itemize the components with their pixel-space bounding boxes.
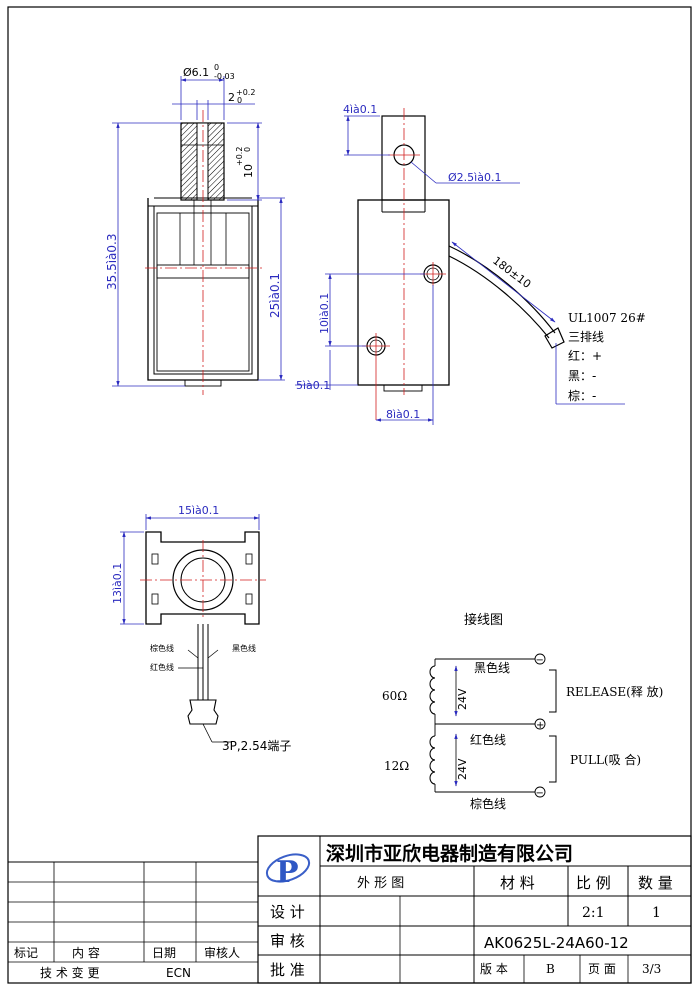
wire-leader xyxy=(207,649,219,659)
cable-spec: UL1007 26# xyxy=(568,311,646,325)
side-body xyxy=(357,199,450,386)
release-label: RELEASE(释 放) xyxy=(566,684,663,699)
dim-slot-depth: 10 xyxy=(242,164,255,178)
release-bracket xyxy=(549,669,557,713)
wire-brown: 棕：- xyxy=(568,388,596,403)
resistance-top: 60Ω xyxy=(382,689,407,703)
dim-body-length: 25ìà0.1 xyxy=(268,273,282,318)
cable-end xyxy=(544,327,565,349)
end-notch xyxy=(151,593,159,605)
design-label: 设 计 xyxy=(270,903,305,921)
label-red: 红色线 xyxy=(150,662,174,672)
dim-slot: 2 xyxy=(228,91,235,104)
terminal-black xyxy=(534,653,546,665)
cable-type: 三排线 xyxy=(568,330,604,344)
connector-leader xyxy=(202,723,213,743)
company-logo: P xyxy=(265,853,311,890)
terminal-brown xyxy=(534,786,546,798)
dim-height: 13ìà0.1 xyxy=(111,563,124,604)
connector-3p xyxy=(187,699,219,725)
end-frame xyxy=(145,531,260,625)
quantity-value: 1 xyxy=(652,905,661,921)
dim-hole-spacing: 10ìà0.1 xyxy=(318,293,331,334)
coil-bottom-winding xyxy=(429,735,436,785)
dim-slot-tol-top: +0.2 xyxy=(236,88,255,97)
dim-width: 15ìà0.1 xyxy=(178,504,219,517)
front-view: Ø6.1 0 -0.03 2 +0.2 0 10 +0.2 0 35.5ìà0.… xyxy=(105,63,285,395)
rev-date: 日期 xyxy=(152,946,176,960)
quantity-label: 数 量 xyxy=(638,874,673,892)
version-label: 版 本 xyxy=(480,962,508,976)
label-black: 黑色线 xyxy=(232,643,256,653)
ecn: ECN xyxy=(166,966,191,980)
check-label: 审 核 xyxy=(270,932,305,950)
version-value: B xyxy=(546,962,555,976)
rev-reviewer: 审核人 xyxy=(204,945,240,960)
terminal-red xyxy=(534,718,546,730)
terminal-minus-bottom: − xyxy=(536,788,544,799)
end-notch xyxy=(151,553,159,565)
dim-shaft-dia: Ø6.1 xyxy=(183,66,209,79)
rev-mark: 标记 xyxy=(14,946,38,960)
terminal-plus: + xyxy=(536,720,544,731)
pull-bracket xyxy=(549,735,557,783)
wiring-diagram: 接线图 24V 60Ω 黑色线 24V 12Ω 红色线 棕色线 − + − RE… xyxy=(382,612,663,811)
pull-label: PULL(吸 合) xyxy=(570,752,641,767)
wire-black: 黑：- xyxy=(568,369,596,383)
end-view: 3P,2.54端子 棕色线 黑色线 红色线 15ìà0.1 13ìà0.1 xyxy=(111,504,291,753)
voltage-bottom: 24V xyxy=(456,758,469,780)
side-shaft xyxy=(381,115,426,201)
black-wire-label: 黑色线 xyxy=(474,661,510,675)
dim-bottom-offset: 5ìà0.1 xyxy=(296,379,330,392)
label-connector: 3P,2.54端子 xyxy=(222,739,291,753)
end-notch xyxy=(245,553,253,565)
dim-shaft-tol-bot: -0.03 xyxy=(214,72,235,81)
dim-shaft-tol-top: 0 xyxy=(214,63,219,72)
scale-label: 比 例 xyxy=(576,874,611,892)
logo-letter: P xyxy=(276,855,299,890)
side-tail xyxy=(383,384,423,392)
resistance-bottom: 12Ω xyxy=(384,759,409,773)
page-label: 页 面 xyxy=(588,962,616,976)
material-label: 材 料 xyxy=(500,874,535,892)
drawing-name: 外 形 图 xyxy=(357,876,404,891)
wiring-title: 接线图 xyxy=(464,612,503,628)
company-name: 深圳市亚欣电器制造有限公司 xyxy=(326,842,573,865)
dim-cable-length: 180±10 xyxy=(490,254,533,291)
plunger-slot xyxy=(196,122,209,201)
voltage-top: 24V xyxy=(456,688,469,710)
red-wire-label: 红色线 xyxy=(470,732,506,747)
dim-slot-depth-tol-bot: 0 xyxy=(243,147,252,152)
coil-top-winding xyxy=(429,665,436,715)
dim-hole-offset: 4ìà0.1 xyxy=(343,103,377,116)
brown-wire-label: 棕色线 xyxy=(470,796,506,811)
dim-hole-x: 8ìà0.1 xyxy=(386,408,420,421)
dim-slot-depth-tol: +0.2 xyxy=(235,147,244,166)
page-value: 3/3 xyxy=(642,962,661,976)
dim-total-length: 35.5ìà0.3 xyxy=(105,234,119,291)
logo-swoosh xyxy=(265,853,311,883)
wire-leader xyxy=(187,649,199,659)
dim-slot-tol-bot: 0 xyxy=(237,96,242,105)
label-brown: 棕色线 xyxy=(150,643,174,653)
side-view: 180±10 4ìà0.1 Ø2.5ìà0.1 10ìà0.1 5ìà0.1 8… xyxy=(295,103,646,425)
terminal-minus-top: − xyxy=(536,655,544,666)
wire-red: 红：+ xyxy=(568,348,602,363)
cable-dim-line xyxy=(451,241,556,323)
end-notch xyxy=(245,593,253,605)
dim-hole-dia: Ø2.5ìà0.1 xyxy=(448,171,501,184)
rev-content: 内 容 xyxy=(72,945,100,960)
part-number: AK0625L-24A60-12 xyxy=(484,934,629,952)
approve-label: 批 准 xyxy=(270,961,305,979)
title-block: 标记 内 容 日期 审核人 技 术 变 更 ECN P 深圳市亚欣电器制造有限公… xyxy=(7,835,692,984)
revision-table xyxy=(7,861,259,984)
tech-change: 技 术 变 更 xyxy=(40,965,99,980)
scale-value: 2:1 xyxy=(582,905,605,921)
leader xyxy=(410,161,437,184)
